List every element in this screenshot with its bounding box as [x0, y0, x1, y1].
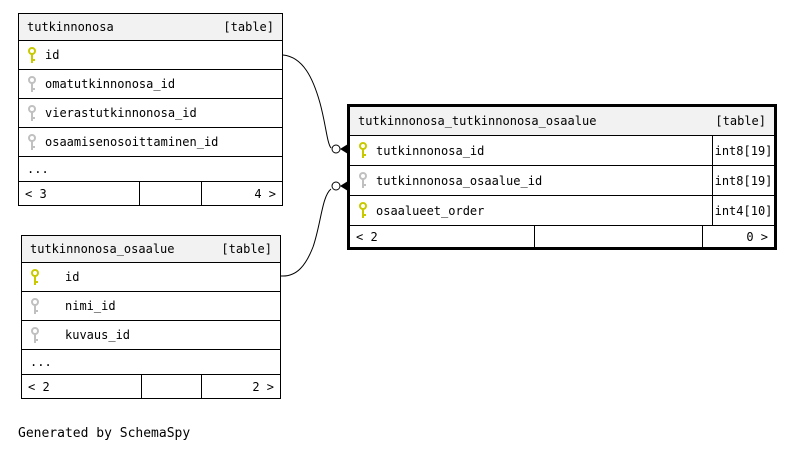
- column-type: int4[10]: [712, 196, 774, 225]
- ellipsis-row: ...: [22, 350, 280, 375]
- foreign-key-icon: [359, 172, 367, 188]
- column-row: osaalueet_order int4[10]: [350, 196, 774, 226]
- column-row: id: [19, 41, 282, 70]
- connector-circle-icon: [331, 181, 341, 191]
- pager-right: 0 >: [746, 229, 768, 244]
- table-header: tutkinnonosa_osaalue [table]: [22, 236, 280, 263]
- column-row: tutkinnonosa_osaalue_id int8[19]: [350, 166, 774, 196]
- column-name: kuvaus_id: [65, 328, 131, 342]
- column-row: vierastutkinnonosa_id: [19, 99, 282, 128]
- table-tutkinnonosa-tutkinnonosa-osaalue[interactable]: tutkinnonosa_tutkinnonosa_osaalue [table…: [347, 104, 777, 250]
- column-row: kuvaus_id: [22, 321, 280, 350]
- pager-left: < 2: [350, 226, 535, 247]
- column-name: omatutkinnonosa_id: [45, 77, 176, 91]
- table-header: tutkinnonosa_tutkinnonosa_osaalue [table…: [350, 107, 774, 136]
- column-row: omatutkinnonosa_id: [19, 70, 282, 99]
- table-name[interactable]: tutkinnonosa_osaalue: [30, 242, 175, 256]
- fk-connector-path-tutkinnonosa: [282, 54, 332, 149]
- column-row: nimi_id: [22, 292, 280, 321]
- table-header: tutkinnonosa [table]: [19, 14, 282, 41]
- primary-key-icon: [359, 202, 367, 218]
- column-row: id: [22, 263, 280, 292]
- column-row: osaamisenosoittaminen_id: [19, 128, 282, 157]
- column-name: id: [65, 270, 80, 284]
- primary-key-icon: [28, 46, 36, 63]
- pager-left: < 3: [19, 182, 140, 205]
- pager-middle: [535, 226, 703, 247]
- table-type-badge: [table]: [221, 242, 272, 256]
- column-type: int8[19]: [712, 136, 774, 165]
- generated-by-caption: Generated by SchemaSpy: [18, 426, 191, 441]
- table-type-badge: [table]: [715, 114, 766, 128]
- column-name: tutkinnonosa_id: [376, 143, 485, 158]
- pager-left: < 2: [22, 375, 142, 398]
- column-name: osaalueet_order: [376, 203, 485, 218]
- foreign-key-icon: [31, 297, 39, 314]
- connector-circle-icon: [331, 144, 341, 154]
- column-name: tutkinnonosa_osaalue_id: [376, 173, 543, 188]
- column-type: int8[19]: [712, 166, 774, 195]
- table-tutkinnonosa[interactable]: tutkinnonosa [table] id omatutkinnonosa_…: [18, 13, 283, 206]
- column-row: tutkinnonosa_id int8[19]: [350, 136, 774, 166]
- column-name: nimi_id: [65, 299, 116, 313]
- primary-key-icon: [31, 268, 39, 285]
- table-type-badge: [table]: [223, 20, 274, 34]
- pager-middle: [142, 375, 202, 398]
- foreign-key-icon: [28, 75, 36, 92]
- column-name: id: [45, 48, 60, 62]
- pager-right: 2 >: [252, 379, 274, 394]
- foreign-key-icon: [31, 326, 39, 343]
- table-tutkinnonosa-osaalue[interactable]: tutkinnonosa_osaalue [table] id nimi_id: [21, 235, 281, 399]
- column-name: osaamisenosoittaminen_id: [45, 135, 219, 149]
- foreign-key-icon: [28, 104, 36, 121]
- primary-key-icon: [359, 142, 367, 158]
- column-name: vierastutkinnonosa_id: [45, 106, 197, 120]
- table-name[interactable]: tutkinnonosa_tutkinnonosa_osaalue: [358, 114, 597, 128]
- table-pager: < 3 4 >: [19, 182, 282, 205]
- fk-connector-path-tutkinnonosa-osaalue: [280, 188, 332, 277]
- table-pager: < 2 2 >: [22, 375, 280, 398]
- table-pager: < 2 0 >: [350, 226, 774, 247]
- pager-right: 4 >: [254, 186, 276, 201]
- ellipsis-row: ...: [19, 157, 282, 182]
- foreign-key-icon: [28, 133, 36, 150]
- pager-middle: [140, 182, 202, 205]
- table-name[interactable]: tutkinnonosa: [27, 20, 114, 34]
